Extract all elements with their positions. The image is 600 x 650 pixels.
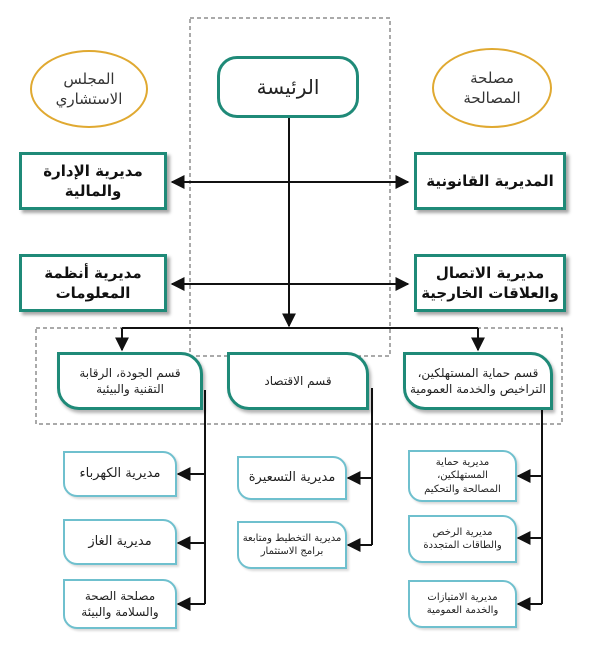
legal-directorate: المديرية القانونية <box>414 152 566 210</box>
pricing-directorate: مديرية التسعيرة <box>237 456 347 500</box>
communication-line1: مديرية الاتصال <box>435 263 545 282</box>
top-authority-oval: مصلحة المصالحة <box>432 48 552 128</box>
top-authority-line2: المصالحة <box>463 89 521 107</box>
advisory-council-line2: الاستشاري <box>55 90 123 108</box>
health-safety-line1: مصلحة الصحة <box>84 588 156 603</box>
president-label: الرئيسة <box>256 74 320 99</box>
info-systems-directorate: مديرية أنظمة المعلومات <box>19 254 167 312</box>
planning-line2: برامج الاستثمار <box>260 546 324 557</box>
communication-directorate: مديرية الاتصال والعلاقات الخارجية <box>414 254 566 312</box>
legal-line1: المديرية القانونية <box>426 171 554 190</box>
consumer-section: قسم حماية المستهلكين، التراخيص والخدمة ال… <box>403 352 553 410</box>
communication-line2: والعلاقات الخارجية <box>421 284 559 302</box>
quality-line1: قسم الجودة، الرقابة <box>79 365 181 380</box>
concessions-directorate: مديرية الامتيازات والخدمة العمومية <box>408 580 517 628</box>
gas-line1: مديرية الغاز <box>88 534 152 550</box>
info-systems-line1: مديرية أنظمة <box>44 263 142 282</box>
planning-line1: مديرية التخطيط ومتابعة <box>242 532 342 544</box>
licenses-line2: والطاقات المتجددة <box>423 540 502 551</box>
info-systems-line2: المعلومات <box>55 284 131 302</box>
economy-line1: قسم الاقتصاد <box>264 373 332 388</box>
top-authority-line1: مصلحة <box>470 68 514 87</box>
admin-finance-directorate: مديرية الإدارة والمالية <box>19 152 167 210</box>
consumer-protection-directorate: مديرية حماية المستهلكين،المصالحة والتحكي… <box>408 450 517 502</box>
health-safety-unit: مصلحة الصحة والسلامة والبيئة <box>63 579 177 629</box>
health-safety-line2: والسلامة والبيئة <box>81 605 159 619</box>
quality-section: قسم الجودة، الرقابة التقنية والبيئية <box>57 352 203 410</box>
licenses-line1: مديرية الرخص <box>432 526 493 538</box>
economy-section: قسم الاقتصاد <box>227 352 369 410</box>
electricity-line1: مديرية الكهرباء <box>79 466 161 482</box>
gas-directorate: مديرية الغاز <box>63 519 177 565</box>
consumer-protection-line1: مديرية حماية المستهلكين، <box>435 456 490 482</box>
planning-directorate: مديرية التخطيط ومتابعة برامج الاستثمار <box>237 521 347 569</box>
consumer-line2: التراخيص والخدمة العمومية <box>409 382 547 396</box>
consumer-line1: قسم حماية المستهلكين، <box>417 365 539 380</box>
admin-finance-line1: مديرية الإدارة <box>43 161 143 180</box>
concessions-line1: مديرية الامتيازات <box>427 591 498 603</box>
advisory-council-line1: المجلس <box>63 69 115 88</box>
concessions-line2: والخدمة العمومية <box>426 605 499 616</box>
electricity-directorate: مديرية الكهرباء <box>63 451 177 497</box>
licenses-directorate: مديرية الرخص والطاقات المتجددة <box>408 515 517 563</box>
advisory-council-oval: المجلس الاستشاري <box>30 50 148 128</box>
admin-finance-line2: والمالية <box>64 182 122 200</box>
consumer-protection-line2: المصالحة والتحكيم <box>424 483 501 495</box>
quality-line2: التقنية والبيئية <box>96 382 164 396</box>
pricing-line1: مديرية التسعيرة <box>248 470 336 486</box>
president-box: الرئيسة <box>217 56 359 118</box>
